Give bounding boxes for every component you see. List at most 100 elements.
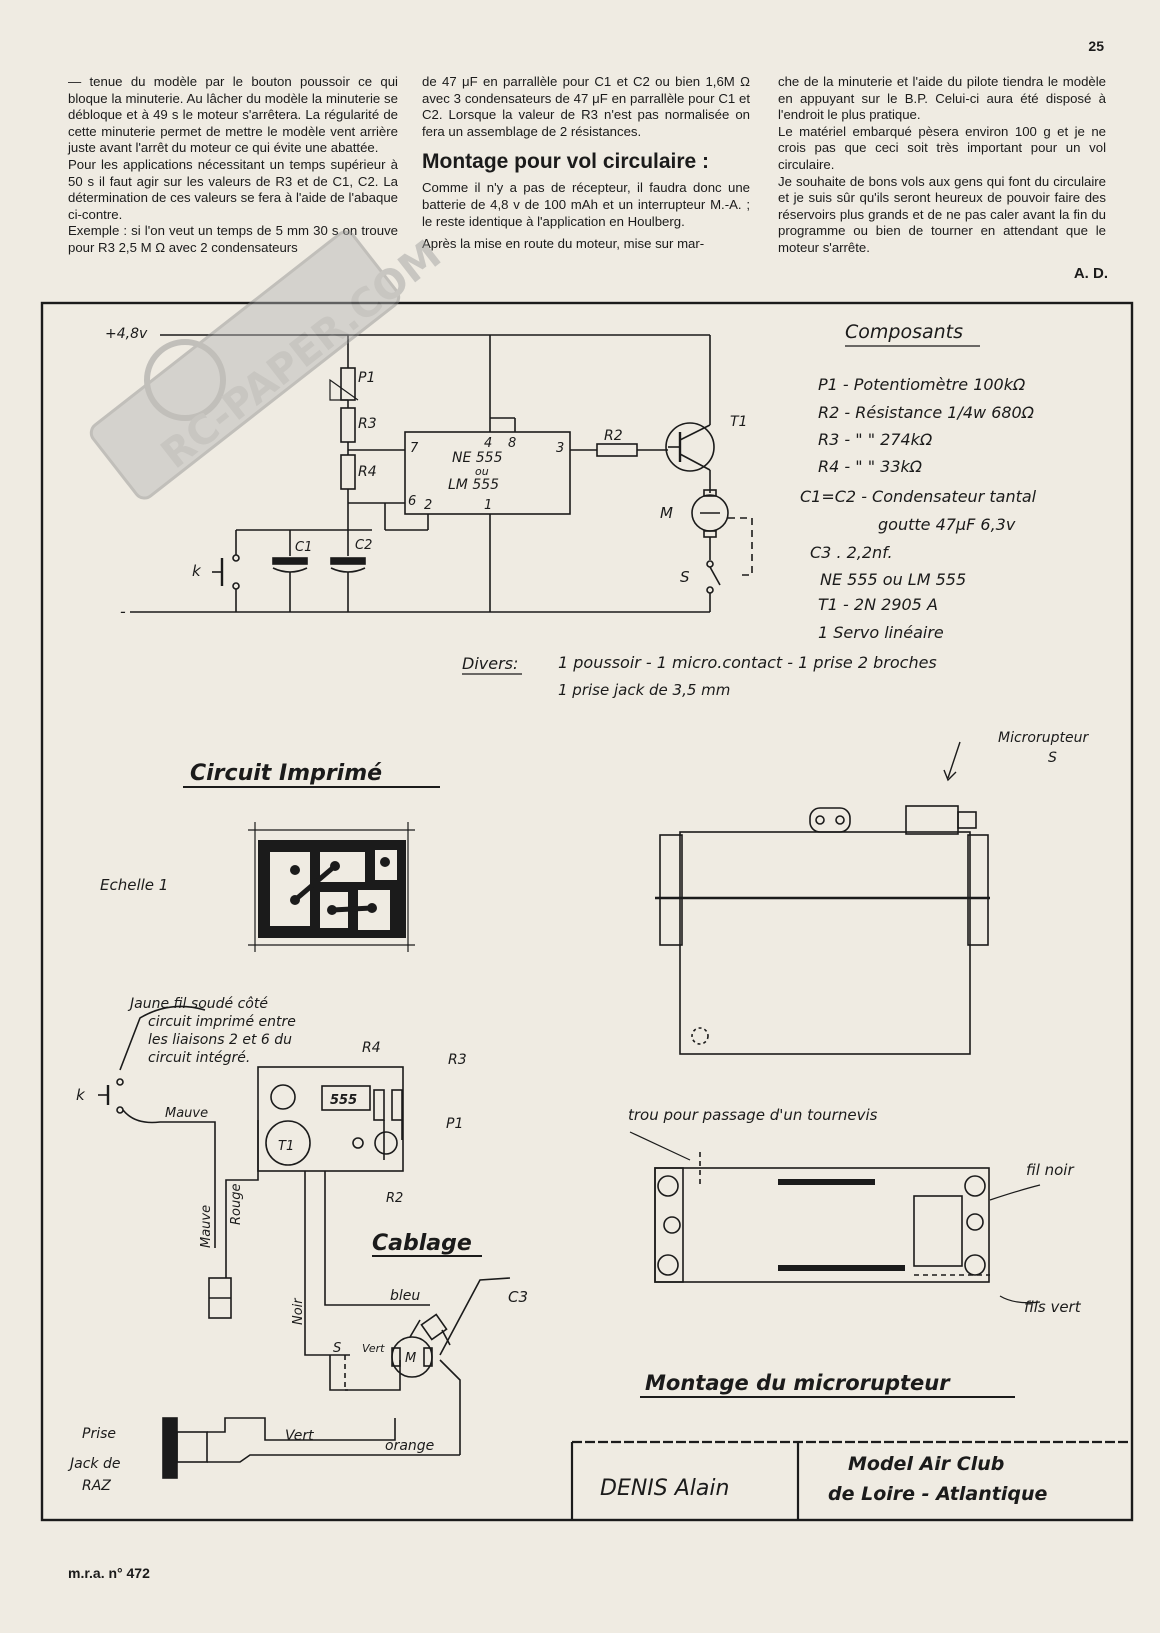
ic-label-line2: ou: [475, 465, 489, 478]
wiring-r2-label: R2: [386, 1191, 403, 1206]
component-item: R2 - Résistance 1/4w 680Ω: [818, 403, 1035, 422]
capacitor-c3: [420, 1313, 448, 1341]
black-wire-label: fil noir: [1026, 1161, 1074, 1179]
wire-bleu-label: bleu: [390, 1288, 420, 1304]
resistor-r2: [596, 443, 638, 457]
wiring-diagram: [98, 1005, 511, 1479]
wiring-c3-label: C3: [508, 1288, 528, 1306]
p1-label: P1: [358, 370, 375, 386]
club-name-line-1: Model Air Club: [848, 1453, 1004, 1475]
resistor-r4: [340, 454, 356, 490]
pushbutton-k-label: k: [192, 562, 202, 580]
wiring-k-label: k: [76, 1086, 86, 1104]
microswitch-title: Montage du microrupteur: [645, 1371, 951, 1395]
paragraph: de 47 μF en parrallèle pour C1 et C2 ou …: [422, 74, 750, 139]
paragraph: che de la minuterie et l'aide du pilote …: [778, 74, 1106, 123]
wiring-note-line: Jaune fil soudé côté: [127, 996, 268, 1012]
jack-label-line: Jack de: [67, 1456, 120, 1472]
jack-label-line: RAZ: [82, 1478, 111, 1494]
text-column-2: de 47 μF en parrallèle pour C1 et C2 ou …: [422, 74, 750, 253]
wire-vert-2-label: Vert: [285, 1428, 314, 1444]
pin-2-label: 2: [424, 498, 432, 513]
pin-8-label: 8: [508, 436, 516, 451]
supply-minus-label: -: [120, 602, 126, 621]
microswitch-s-label: S: [1048, 750, 1057, 766]
r4-label: R4: [358, 464, 377, 480]
drawing-frame: [40, 301, 1134, 1522]
printed-circuit-board: [248, 822, 415, 952]
wiring-r3-label: R3: [448, 1052, 467, 1068]
wire-mauve-vertical-label: Mauve: [199, 1205, 214, 1248]
ic-label-line1: NE 555: [452, 450, 503, 466]
wire-noir-label: Noir: [291, 1297, 306, 1325]
component-item: P1 - Potentiomètre 100kΩ: [818, 375, 1026, 394]
pin-6-label: 6: [408, 494, 416, 509]
schematic: [130, 334, 753, 613]
microswitch-top-view: [629, 1131, 1041, 1304]
r2-label: R2: [604, 428, 623, 444]
capacitor-c2: [330, 557, 366, 565]
jack-label-line: Prise: [82, 1426, 116, 1442]
wiring-r4-label: R4: [362, 1040, 381, 1056]
wiring-t1-label: T1: [278, 1139, 294, 1154]
watermark: RC-PAPER.COM: [89, 230, 450, 500]
wiring-p1-label: P1: [446, 1116, 463, 1132]
paragraph: Le matériel embarqué pèsera environ 100 …: [778, 123, 1106, 172]
ic-555: [404, 431, 571, 515]
component-item: C1=C2 - Condensateur tantal: [800, 487, 1037, 506]
wiring-note-line: les liaisons 2 et 6 du: [148, 1032, 292, 1048]
pcb-scale: Echelle 1: [100, 876, 168, 894]
title-block: [570, 1440, 1132, 1520]
component-item: R4 - " " 33kΩ: [818, 457, 923, 476]
t1-label: T1: [730, 414, 747, 430]
component-item: T1 - 2N 2905 A: [818, 595, 938, 614]
pin-7-label: 7: [410, 441, 419, 456]
component-item: goutte 47μF 6,3v: [878, 515, 1016, 534]
wire-vert-label: Vert: [362, 1342, 385, 1355]
divers-label: Divers:: [462, 654, 518, 673]
component-item: C3 . 2,2nf.: [810, 543, 893, 562]
potentiometer-p1: [340, 367, 356, 401]
pin-1-label: 1: [484, 498, 492, 513]
component-item: R3 - " " 274kΩ: [818, 430, 933, 449]
motor-label: M: [660, 504, 673, 522]
jack-plug: [162, 1417, 178, 1479]
divers-line-2: 1 prise jack de 3,5 mm: [558, 681, 730, 699]
wiring-s-label: S: [333, 1341, 341, 1356]
wiring-note-line: circuit imprimé entre: [148, 1014, 296, 1030]
club-name-line-2: de Loire - Atlantique: [828, 1483, 1047, 1505]
switch-s-label: S: [680, 568, 690, 586]
components-title: Composants: [845, 321, 963, 343]
footer-issue: m.r.a. n° 472: [68, 1565, 150, 1581]
author-name: DENIS Alain: [600, 1476, 729, 1501]
resistor-r3: [340, 407, 356, 443]
screwdriver-hole-label: trou pour passage d'un tournevis: [628, 1106, 878, 1124]
r3-label: R3: [358, 416, 377, 432]
wire-orange-label: orange: [385, 1438, 434, 1454]
microswitch-label: Microrupteur: [998, 730, 1089, 746]
pcb-title: Circuit Imprimé: [190, 761, 382, 786]
pin-3-label: 3: [556, 441, 564, 456]
wire-mauve-label: Mauve: [165, 1106, 208, 1121]
wiring-ic-label: 555: [330, 1093, 357, 1108]
author-initials: A. D.: [1073, 265, 1108, 282]
pin-4-label: 4: [484, 436, 492, 451]
wire-rouge-label: Rouge: [229, 1184, 244, 1225]
paragraph: Exemple : si l'on veut un temps de 5 mm …: [68, 223, 398, 255]
circuit-board: [257, 1066, 404, 1172]
c2-label: C2: [355, 538, 372, 553]
component-item: 1 Servo linéaire: [818, 623, 944, 642]
text-column-3: che de la minuterie et l'aide du pilote …: [778, 74, 1106, 257]
microswitch-side-view: [655, 741, 990, 1055]
transistor-t1: [665, 422, 715, 472]
text-column-1: — tenue du modèle par le bouton poussoir…: [68, 74, 398, 257]
c1-label: C1: [295, 540, 312, 555]
paragraph: Après la mise en route du moteur, mise s…: [422, 236, 705, 252]
component-item: NE 555 ou LM 555: [820, 570, 966, 589]
page-number: 25: [1088, 38, 1104, 54]
capacitor-c1: [272, 557, 308, 565]
section-heading: Montage pour vol circulaire :: [422, 150, 710, 174]
paragraph: — tenue du modèle par le bouton poussoir…: [68, 74, 398, 156]
paragraph: Pour les applications nécessitant un tem…: [68, 156, 398, 222]
